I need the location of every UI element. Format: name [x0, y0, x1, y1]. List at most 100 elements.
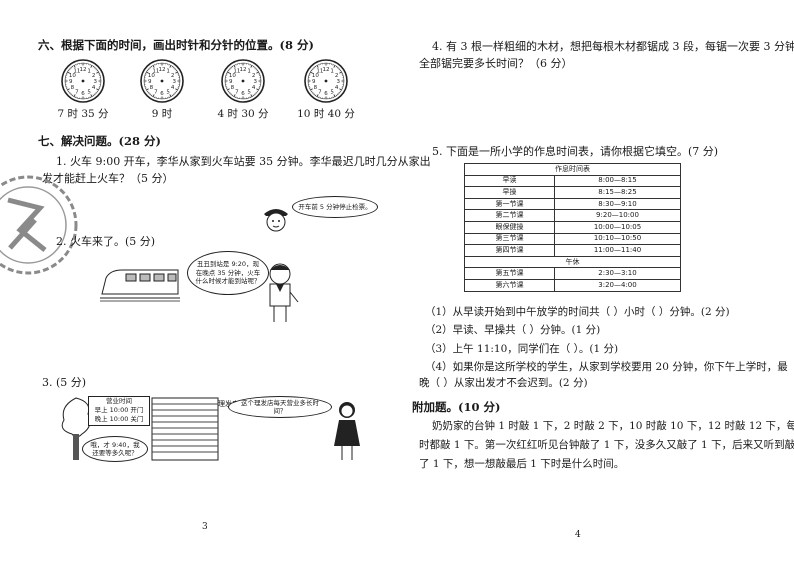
svg-text:2: 2	[171, 73, 175, 79]
svg-text:1: 1	[247, 68, 251, 74]
svg-text:8: 8	[71, 85, 75, 91]
svg-text:10: 10	[229, 73, 236, 79]
svg-text:6: 6	[324, 91, 328, 97]
clock-label: 4 时 30 分	[217, 108, 269, 120]
svg-text:2: 2	[252, 73, 256, 79]
svg-text:9: 9	[312, 79, 316, 85]
svg-text:3: 3	[253, 79, 257, 85]
svg-text:6: 6	[160, 91, 164, 97]
q5-sub4-line1: （4）如果你是这所学校的学生，从家到学校要用 20 分钟，你下午上学时，最	[425, 361, 788, 373]
bonus-title: 附加题。(10 分)	[412, 400, 501, 414]
svg-text:11: 11	[152, 68, 159, 74]
conductor-speech-bubble: 开车前 5 分钟停止检票。	[292, 196, 378, 218]
svg-text:2: 2	[335, 73, 339, 79]
svg-text:7: 7	[318, 90, 322, 96]
svg-text:4: 4	[335, 85, 339, 91]
clock-label: 7 时 35 分	[57, 108, 109, 120]
q5-sub2: （2）早读、早操共（ ）分钟。(1 分)	[425, 324, 601, 336]
q2-speech-bubble: 丑丑到站是 9:20，现在晚点 35 分钟，火车什么时候才能到站呢？	[187, 251, 269, 295]
svg-text:3: 3	[336, 79, 340, 85]
svg-text:8: 8	[150, 85, 154, 91]
clock-label: 9 时	[151, 108, 173, 120]
svg-text:3: 3	[93, 79, 97, 85]
svg-text:12: 12	[323, 67, 330, 73]
clock-label: 10 时 40 分	[297, 108, 355, 120]
svg-text:1: 1	[87, 68, 91, 74]
q3-title: 3. (5 分)	[42, 376, 87, 389]
svg-text:5: 5	[330, 90, 334, 96]
svg-text:11: 11	[316, 68, 323, 74]
q5-title: 5. 下面是一所小学的作息时间表，请你根据它填空。(7 分)	[432, 145, 719, 158]
svg-text:5: 5	[166, 90, 170, 96]
section7-title: 七、解决问题。(28 分)	[38, 134, 161, 148]
bonus-line3: 了 1 下，想一想敲最后 1 下时是什么时间。	[419, 458, 625, 470]
business-hours-sign: 营业时间 早上 10:00 开门 晚上 10:00 关门	[88, 396, 150, 426]
student-boy-icon	[269, 263, 299, 322]
svg-text:6: 6	[81, 91, 85, 97]
q5-sub4-line2: 晚（ ）从家出发才不会迟到。(2 分)	[419, 377, 588, 389]
svg-text:10: 10	[312, 73, 319, 79]
q4-line1: 4. 有 3 根一样粗细的木材，想把每根木材都锯成 3 段，每锯一次要 3 分钟…	[432, 40, 794, 53]
svg-text:7: 7	[154, 90, 158, 96]
q1-line1: 1. 火车 9:00 开车，李华从家到火车站要 35 分钟。李华最迟几时几分从家…	[56, 155, 431, 168]
sign-line-close: 晚上 10:00 关门	[94, 414, 144, 423]
q1-line2: 发才能赶上火车？（5 分）	[42, 172, 174, 185]
svg-text:7: 7	[235, 90, 239, 96]
svg-text:2: 2	[92, 73, 96, 79]
q2-title: 2. 火车来了。(5 分)	[56, 235, 156, 248]
bonus-line1: 奶奶家的台钟 1 时敲 1 下，2 时敲 2 下，10 时敲 10 下，12 时…	[432, 420, 794, 432]
section6-title: 六、根据下面的时间，画出时针和分针的位置。(8 分)	[38, 38, 314, 52]
stamp-seal-icon	[0, 175, 78, 275]
noon-break-row: 午休	[464, 255, 681, 269]
svg-text:9: 9	[229, 79, 233, 85]
svg-text:1: 1	[166, 68, 170, 74]
girl-icon	[334, 402, 360, 460]
svg-text:4: 4	[171, 85, 175, 91]
svg-text:6: 6	[241, 91, 245, 97]
bonus-line2: 时都敲 1 下。第一次红红听见台钟敲了 1 下，没多久又敲了 1 下，后来又听到…	[419, 439, 794, 451]
page-number-left: 3	[202, 522, 208, 532]
svg-text:7: 7	[75, 90, 79, 96]
svg-text:8: 8	[314, 85, 318, 91]
svg-text:5: 5	[87, 90, 91, 96]
svg-text:9: 9	[148, 79, 152, 85]
svg-text:10: 10	[148, 73, 155, 79]
sign-title: 营业时间	[106, 397, 132, 405]
svg-text:11: 11	[73, 68, 80, 74]
svg-text:4: 4	[252, 85, 256, 91]
barbershop-shutter-icon	[151, 397, 219, 461]
page-number-right: 4	[575, 530, 581, 540]
q3-girl-speech-bubble: 这个理发店每天营业多长时间？	[228, 396, 332, 418]
svg-text:3: 3	[172, 79, 176, 85]
q4-line2: 全部锯完要多长时间？（6 分）	[419, 57, 573, 70]
svg-text:11: 11	[233, 68, 240, 74]
sign-line-open: 早上 10:00 开门	[94, 405, 144, 414]
train-icon	[100, 269, 180, 302]
q3-boy-speech-bubble: 哦，才 9:40，我还要等多久呢？	[82, 436, 148, 462]
schedule-table-title: 作息时间表	[464, 163, 681, 176]
q5-sub3: （3）上午 11:10，同学们在（ ）。(1 分)	[425, 343, 619, 355]
svg-text:10: 10	[69, 73, 76, 79]
svg-text:12: 12	[240, 67, 247, 73]
svg-text:4: 4	[92, 85, 96, 91]
svg-text:12: 12	[80, 67, 87, 73]
svg-text:12: 12	[159, 67, 166, 73]
svg-text:9: 9	[69, 79, 73, 85]
